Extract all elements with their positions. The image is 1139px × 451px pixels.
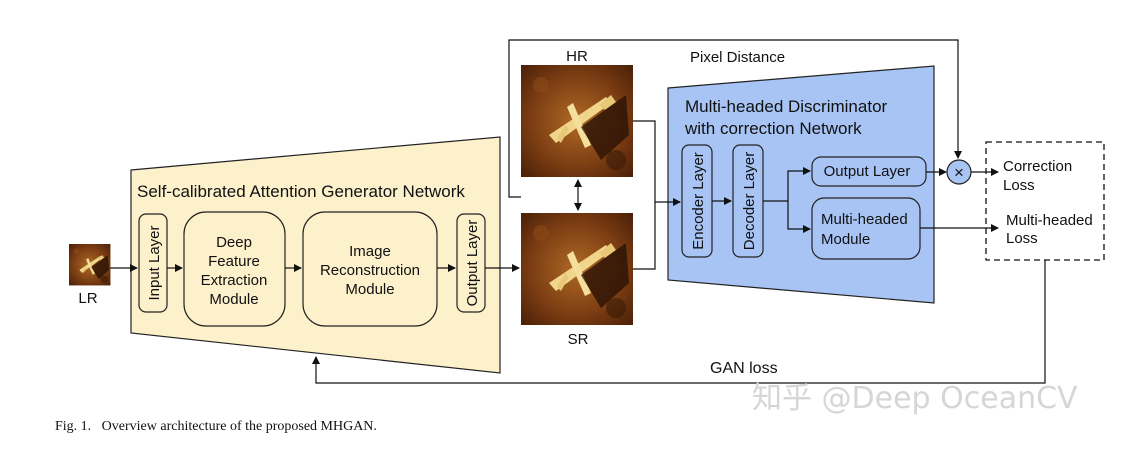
lr-label: LR: [78, 290, 97, 307]
correction-loss-line-2: Loss: [1003, 177, 1035, 194]
deep-feature-line-2: Feature: [208, 253, 260, 270]
arrow-sr-to-encoder: [633, 202, 656, 270]
discriminator-title-line-1: Multi-headed Discriminator: [685, 97, 888, 116]
image-reconstruction-module-block: [302, 211, 438, 327]
multi-headed-loss-line-1: Multi-headed: [1006, 212, 1093, 229]
discriminator-title-line-2: with correction Network: [684, 119, 862, 138]
arrow-decoder-to-output: [763, 167, 811, 202]
multi-headed-module-block: [811, 197, 921, 260]
hr-image: [521, 65, 633, 177]
pixel-distance-line: [508, 39, 962, 198]
sr-image: [521, 213, 633, 325]
sr-label: SR: [568, 331, 589, 348]
hr-label: HR: [566, 48, 588, 65]
deep-feature-module-block: [183, 211, 286, 327]
correction-loss-line-1: Correction: [1003, 158, 1072, 175]
arrow-decoder-to-multihead: [787, 201, 811, 233]
generator-output-layer-label: Output Layer: [464, 220, 481, 307]
deep-feature-line-4: Module: [209, 291, 258, 308]
discriminator-output-layer-label: Output Layer: [824, 163, 911, 180]
multiply-operator-symbol: ×: [954, 163, 964, 182]
arrow-hr-to-encoder: [633, 120, 681, 206]
lr-image: [69, 244, 111, 286]
gan-loss-line: [312, 260, 1046, 384]
generator-title: Self-calibrated Attention Generator Netw…: [137, 182, 465, 201]
input-layer-block: [138, 213, 168, 313]
generator-output-layer-block: [456, 213, 486, 313]
decoder-layer-label: Decoder Layer: [741, 152, 758, 250]
gan-loss-label: GAN loss: [710, 360, 778, 377]
watermark-text: 知乎 @Deep OceanCV: [752, 381, 1078, 416]
figure-caption: Fig. 1. Overview architecture of the pro…: [55, 419, 377, 434]
image-recon-line-2: Reconstruction: [320, 262, 420, 279]
multi-headed-loss-line-2: Loss: [1006, 230, 1038, 247]
image-recon-line-1: Image: [349, 243, 391, 260]
input-layer-label: Input Layer: [146, 225, 163, 300]
image-recon-line-3: Module: [345, 281, 394, 298]
pixel-distance-label: Pixel Distance: [690, 49, 785, 66]
multi-headed-module-line-1: Multi-headed: [821, 211, 908, 228]
encoder-layer-label: Encoder Layer: [690, 152, 707, 250]
deep-feature-line-3: Extraction: [201, 272, 268, 289]
multi-headed-module-line-2: Module: [821, 231, 870, 248]
deep-feature-line-1: Deep: [216, 234, 252, 251]
